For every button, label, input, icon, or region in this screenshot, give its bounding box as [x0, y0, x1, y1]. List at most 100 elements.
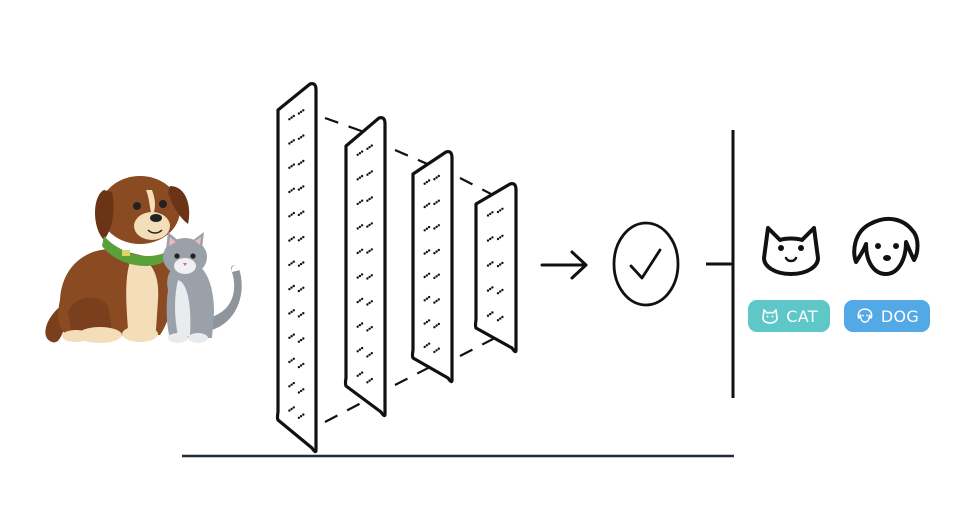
layer-dot	[368, 327, 371, 330]
layer-dot	[356, 276, 359, 279]
layer-dot	[302, 413, 305, 416]
layer-dot	[370, 300, 373, 303]
layer-dot	[358, 323, 362, 327]
layer-dot	[292, 114, 295, 118]
layer-dot	[290, 359, 293, 362]
layer-dot	[288, 288, 291, 291]
dog-label-badge: DOG	[844, 300, 930, 332]
layer-dot	[499, 209, 502, 212]
layer-dot	[425, 297, 429, 300]
layer-dot	[433, 276, 436, 280]
layer-dot	[288, 166, 291, 169]
layer-dot	[290, 262, 293, 265]
layer-dot	[292, 211, 295, 215]
layer-dot	[501, 234, 504, 237]
arrow-right-icon	[540, 250, 588, 280]
layer-dot	[489, 212, 492, 216]
layer-dot	[297, 163, 301, 166]
layer-dot	[370, 352, 373, 355]
layer-dot	[425, 274, 429, 277]
layer-dot	[360, 346, 364, 350]
layer-dot	[366, 381, 369, 384]
layer-dot	[427, 295, 431, 299]
layer-dot	[423, 182, 426, 185]
layer-dot	[290, 189, 293, 192]
layer-dot	[496, 292, 500, 295]
cat-label: CAT	[786, 306, 818, 326]
layer-dot	[288, 312, 291, 315]
cnn-layers	[275, 82, 518, 454]
layer-dot	[290, 335, 293, 338]
layer-dot	[368, 301, 371, 305]
layer-dot	[370, 377, 373, 381]
layer-dot	[435, 201, 438, 204]
layer-dot	[366, 277, 369, 280]
layer-dot	[491, 311, 494, 314]
layer-dot	[299, 262, 303, 266]
layer-dot	[292, 139, 295, 142]
layer-dot	[302, 286, 305, 289]
layer-dot	[356, 374, 359, 377]
layer-dot	[433, 202, 436, 206]
layer-dot	[437, 224, 440, 227]
layer-dot	[360, 273, 364, 276]
layer-dot	[290, 286, 293, 289]
layer-dot	[288, 336, 291, 339]
layer-dot	[366, 355, 369, 358]
layer-dot	[292, 309, 295, 312]
layer-dot	[427, 272, 431, 275]
layer-dot	[297, 137, 301, 140]
layer-dot	[288, 190, 291, 194]
layer-dot	[425, 180, 429, 184]
layer-dot	[435, 250, 438, 253]
layer-dot	[423, 345, 426, 349]
layer-dot	[360, 371, 364, 374]
layer-dot	[290, 213, 293, 216]
layer-dot	[437, 248, 440, 252]
layer-dot	[356, 325, 359, 328]
layer-dot	[360, 297, 364, 301]
layer-dot	[358, 225, 362, 229]
layer-dot	[290, 116, 293, 119]
layer-dot	[297, 416, 301, 419]
check-circle-icon	[612, 221, 680, 307]
layer-dot	[486, 289, 490, 292]
layer-dot	[427, 319, 431, 322]
layer-dot	[356, 153, 359, 156]
layer-dot	[356, 178, 359, 181]
layer-dot	[292, 187, 295, 190]
layer-dot	[358, 373, 362, 376]
layer-dot	[489, 262, 492, 266]
layer-dot	[299, 237, 303, 240]
layer-dot	[366, 329, 369, 332]
layer-dot	[425, 250, 429, 254]
layer-dot	[435, 275, 438, 278]
layer-dot	[368, 197, 371, 201]
layer-dot	[486, 214, 490, 217]
layer-dot	[297, 264, 301, 267]
layer-dot	[297, 315, 301, 318]
layer-dot	[288, 385, 291, 388]
dog-small-icon	[857, 308, 873, 323]
layer-dot	[368, 353, 371, 356]
layer-dot	[496, 319, 500, 322]
layer-dot	[288, 409, 291, 412]
layer-dot	[427, 249, 431, 252]
layer-dot	[366, 199, 369, 202]
layer-dot	[368, 171, 371, 175]
layer-dot	[299, 338, 303, 342]
layer-dot	[427, 179, 431, 182]
layer-dot	[292, 333, 295, 336]
layer-dot	[368, 223, 371, 227]
layer-dot	[356, 202, 359, 206]
layer-dot	[297, 239, 301, 242]
layer-dot	[297, 289, 301, 293]
layer-dot	[299, 186, 303, 190]
layer-dot	[288, 239, 291, 242]
layer-dot	[370, 326, 373, 329]
layer-dot	[297, 391, 301, 394]
layer-dot	[427, 342, 431, 345]
layer-dot	[370, 196, 373, 199]
layer-dot	[370, 274, 373, 277]
